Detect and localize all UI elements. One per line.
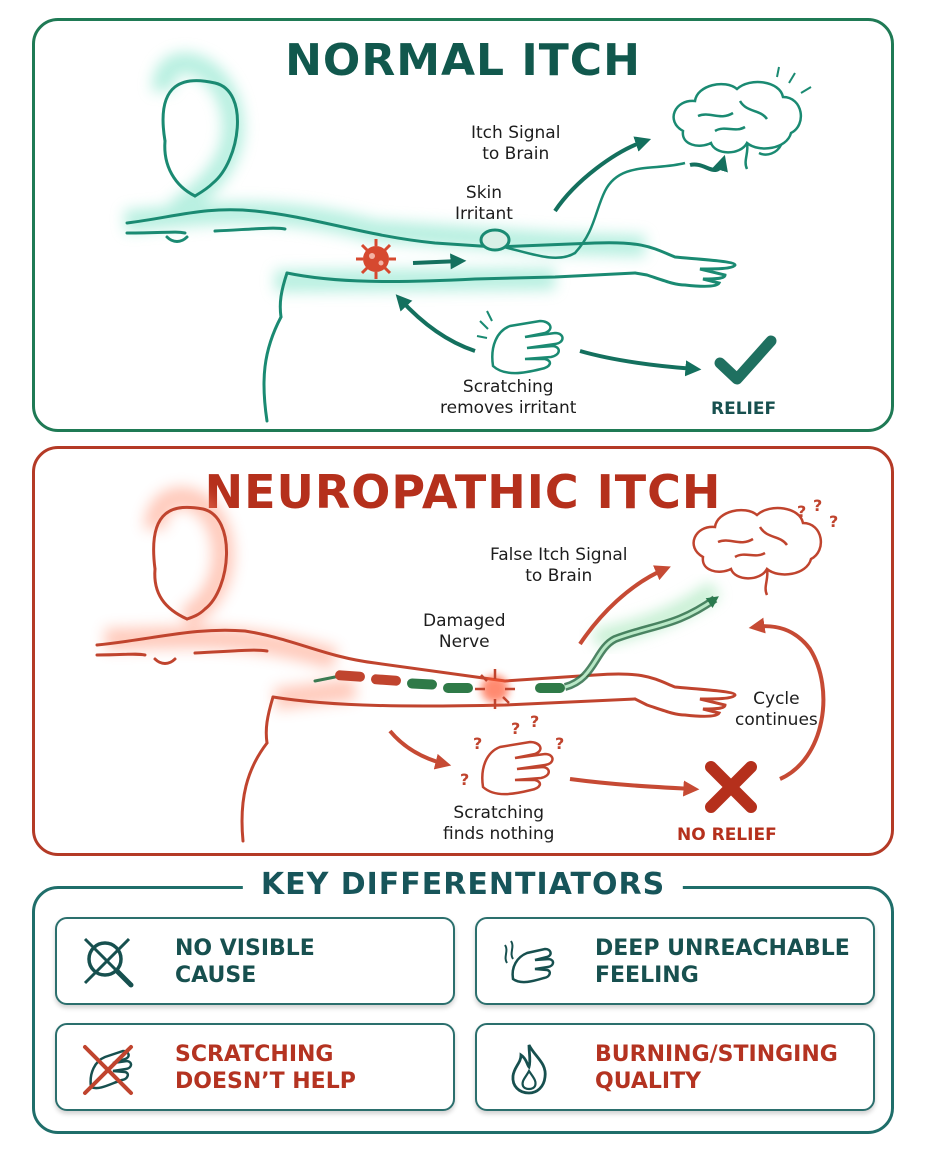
irritant-germ-icon — [356, 239, 396, 279]
no-relief-x-icon — [705, 761, 757, 813]
scratch-to-relief-arrow — [579, 349, 702, 377]
nerve-to-scratch-arrow — [388, 729, 452, 770]
skin-irritant-bump — [479, 228, 511, 252]
normal-nerve-line — [494, 161, 686, 259]
normal-body-outline — [125, 79, 737, 423]
key-differentiators-title: KEY DIFFERENTIATORS — [242, 867, 684, 902]
svg-text:?: ? — [473, 734, 482, 753]
scratch-removes-arrow — [395, 294, 476, 353]
relief-check-icon — [714, 335, 777, 385]
signal-to-brain-arrow — [553, 136, 652, 213]
svg-text:?: ? — [813, 496, 822, 515]
svg-text:?: ? — [797, 502, 806, 521]
svg-text:?: ? — [555, 734, 564, 753]
confused-scratching-hand-icon — [481, 740, 554, 796]
relief-label: RELIEF — [711, 399, 777, 419]
crossed-magnifier-icon — [83, 937, 134, 988]
damaged-nerve-segments — [313, 670, 565, 693]
cycle-continues-arrow — [748, 617, 826, 781]
irritant-to-nerve-arrow — [412, 253, 467, 270]
crossed-hand-icon — [83, 1045, 133, 1095]
normal-itch-illustration — [124, 52, 812, 423]
hand-waves-icon — [504, 940, 555, 984]
neuropathic-body-outline — [95, 505, 737, 843]
normal-itch-title: NORMAL ITCH — [285, 35, 641, 86]
neuropathic-itch-title: NEUROPATHIC ITCH — [204, 465, 722, 519]
svg-text:?: ? — [530, 712, 539, 731]
confused-brain-icon — [692, 506, 823, 596]
neuropathic-itch-illustration: ????? ??? — [95, 486, 838, 843]
scratch-to-norelief-arrow — [569, 777, 700, 797]
nerve-damage-burst-icon — [475, 669, 515, 709]
false-signal-arrow — [578, 565, 671, 646]
svg-text:?: ? — [460, 770, 469, 789]
neuropathic-itch-panel: NEUROPATHIC ITCH — [32, 446, 894, 856]
brain-icon — [672, 80, 803, 170]
scratching-hand-icon — [491, 319, 564, 375]
svg-text:?: ? — [829, 512, 838, 531]
normal-itch-panel: NORMAL ITCH — [32, 18, 894, 432]
nerve-to-brain-arrow — [689, 154, 728, 173]
flame-icon — [511, 1044, 547, 1095]
no-relief-label: NO RELIEF — [677, 825, 777, 845]
svg-text:?: ? — [511, 719, 520, 738]
